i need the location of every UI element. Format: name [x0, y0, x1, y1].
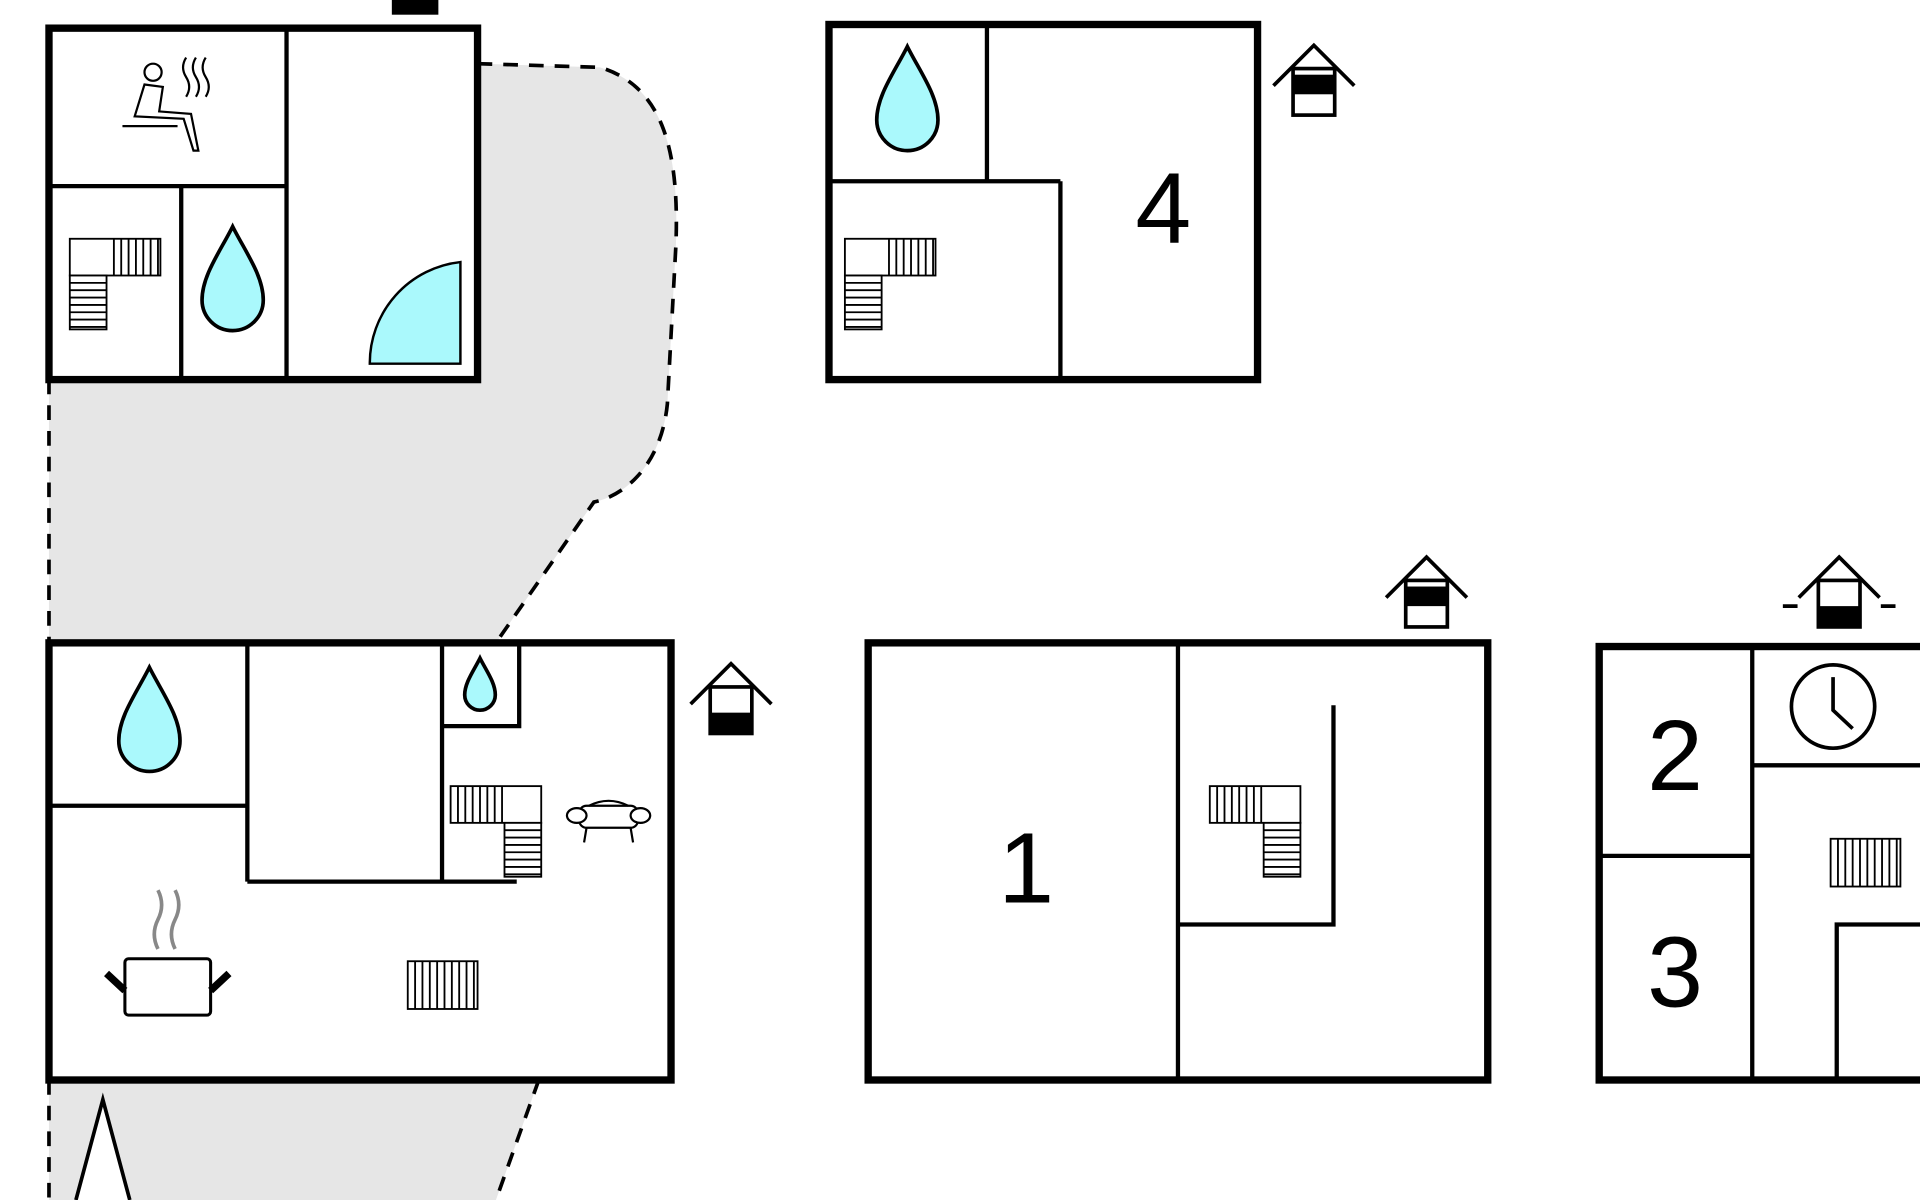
- stairs-icon: [68, 237, 162, 331]
- stairs-icon: [449, 785, 543, 878]
- room-number-4: 4: [1135, 152, 1191, 264]
- house-icon: [1782, 554, 1896, 629]
- water-drop-icon: [462, 654, 498, 712]
- terrace-area: [47, 61, 679, 1200]
- tree-icon: [74, 1092, 132, 1200]
- sofa-icon: [565, 799, 652, 843]
- door-icon: [368, 260, 462, 365]
- house-icon: [689, 661, 773, 736]
- water-drop-icon: [116, 663, 182, 774]
- building-room-4: 4: [825, 20, 1262, 384]
- sauna-icon: [122, 56, 210, 152]
- house-icon: [1272, 42, 1356, 117]
- building-kitchen: [45, 639, 675, 1084]
- building-rooms-2-3: 2 3: [1595, 642, 1920, 1084]
- clock-icon: [1789, 663, 1877, 750]
- building-sauna: [45, 0, 482, 384]
- water-drop-icon: [874, 42, 940, 153]
- room-number-3: 3: [1647, 917, 1703, 1029]
- entrance-marker: [391, 0, 439, 15]
- room-number-1: 1: [998, 812, 1054, 924]
- radiator-icon: [406, 960, 479, 1010]
- house-icon: [1384, 554, 1469, 629]
- radiator-icon: [1829, 837, 1902, 888]
- cooking-pot-icon: [104, 889, 232, 1017]
- stairs-icon: [1208, 785, 1302, 878]
- room-number-2: 2: [1647, 700, 1703, 812]
- water-drop-icon: [200, 222, 266, 333]
- stairs-icon: [843, 237, 937, 331]
- building-room-1: 1: [864, 639, 1492, 1084]
